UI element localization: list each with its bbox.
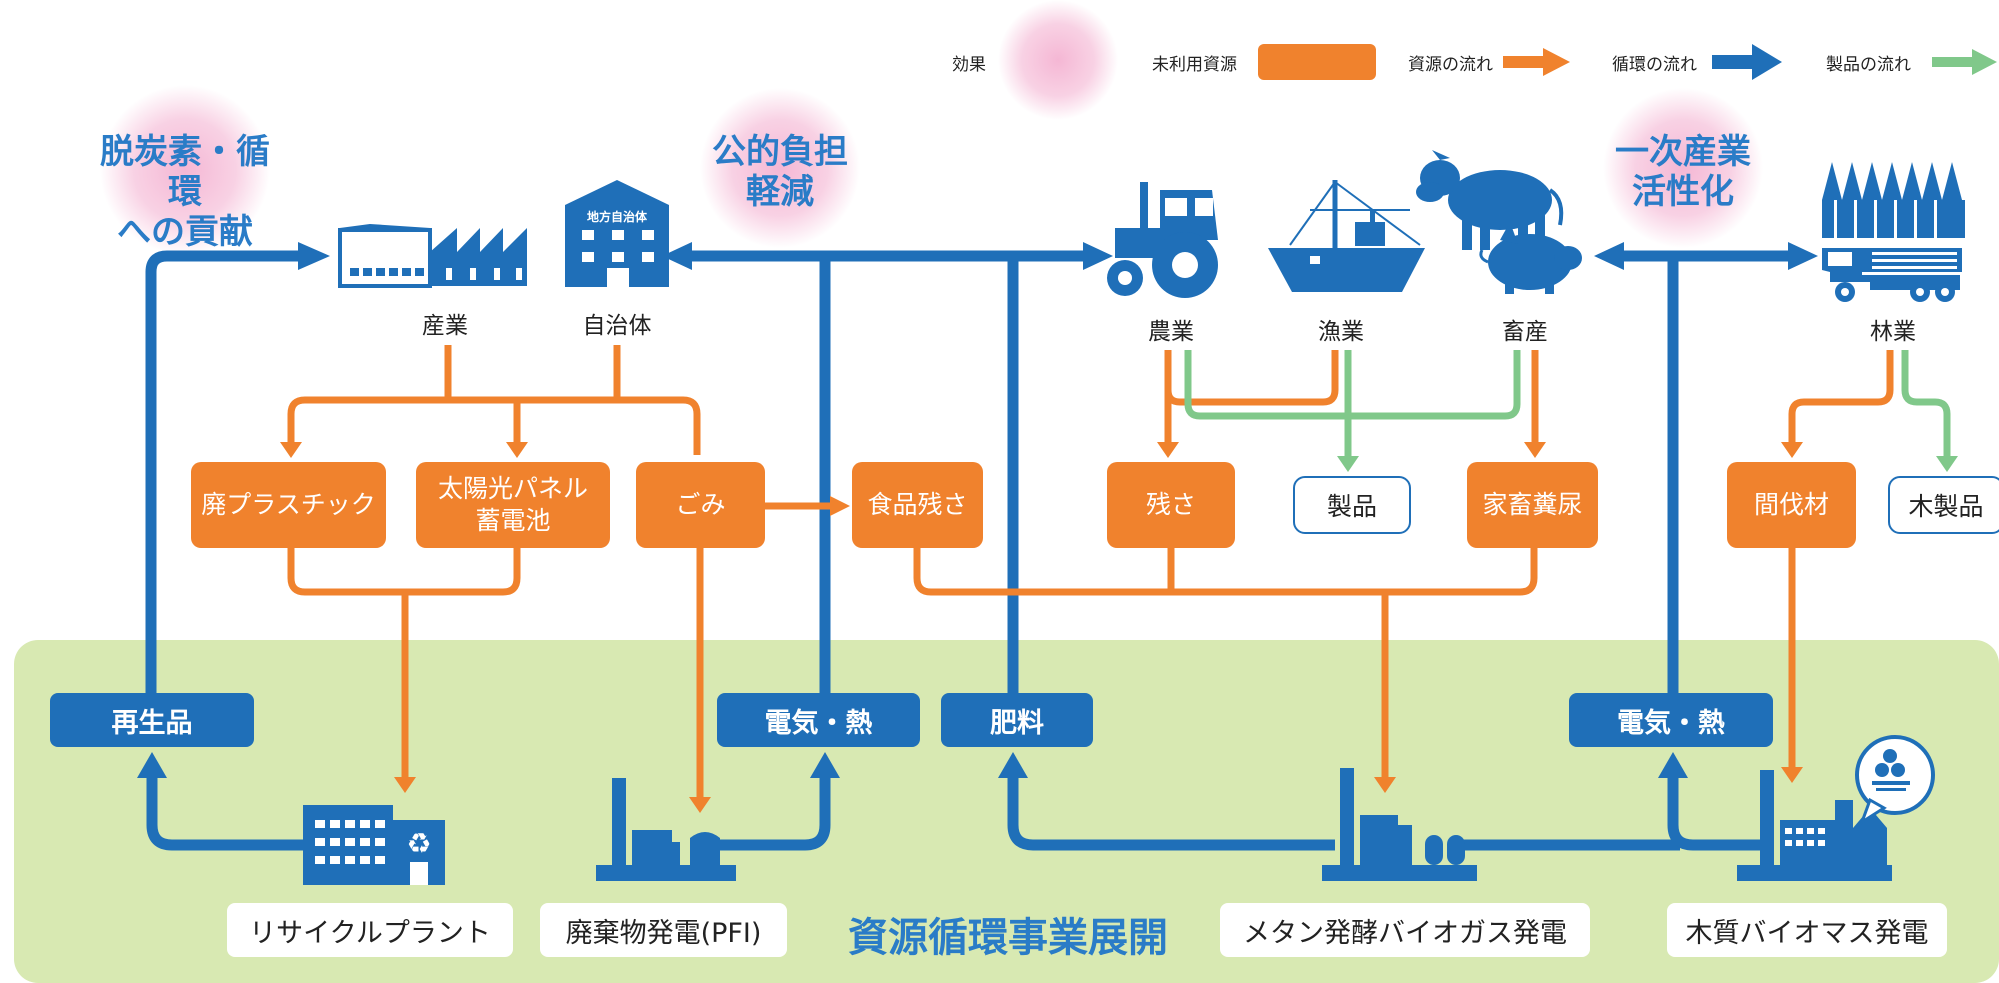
cycle-flows — [145, 250, 1790, 851]
biomass-plant-icon — [1737, 735, 1935, 881]
resource-thinned-wood: 間伐材 — [1727, 462, 1856, 548]
legend-unused-label: 未利用資源 — [1152, 55, 1237, 75]
product-flows — [1184, 350, 1951, 458]
sector-agriculture-label: 農業 — [1148, 319, 1194, 345]
plant-biomass-label: 木質バイオマス発電 — [1667, 903, 1947, 957]
output-power-heat-2: 電気・熱 — [1569, 693, 1773, 747]
effect-glow-decarbon — [100, 85, 270, 255]
fishing-boat-icon — [1268, 180, 1425, 292]
legend-resource-arrow — [1503, 48, 1570, 76]
effect-public-burden: 公的負担 軽減 — [712, 132, 848, 212]
resource-flows — [287, 345, 1894, 800]
plant-recycle-label: リサイクルプラント — [227, 903, 513, 957]
center-title: 資源循環事業展開 — [848, 915, 1168, 961]
effect-glow-primary — [1603, 88, 1763, 248]
legend-unused-swatch — [1258, 44, 1376, 80]
legend-cycle-flow-label: 循環の流れ — [1612, 55, 1697, 75]
resource-solar-battery: 太陽光パネル 蓄電池 — [416, 462, 610, 548]
cycle-arrowheads — [137, 242, 1818, 778]
effect-decarbon: 脱炭素・循環 への貢献 — [100, 132, 270, 252]
resource-food-waste: 食品残さ — [852, 462, 983, 548]
resource-arrowheads — [280, 442, 1803, 813]
effect-primary-industry: 一次産業 活性化 — [1615, 132, 1751, 212]
legend-cycle-arrow — [1712, 44, 1782, 80]
recycle-plant-icon: ♻ — [303, 805, 445, 885]
cow-icon — [1416, 150, 1564, 250]
output-power-heat-1: 電気・熱 — [717, 693, 920, 747]
plant-methane-label: メタン発酵バイオガス発電 — [1220, 903, 1590, 957]
sector-livestock-label: 畜産 — [1502, 319, 1548, 345]
product-arrowheads — [1337, 456, 1958, 472]
output-fertilizer: 肥料 — [941, 693, 1093, 747]
municipality-building-icon — [565, 180, 669, 287]
legend-product-arrow — [1932, 49, 1997, 75]
resource-residue: 残さ — [1107, 462, 1235, 548]
factory-icon — [338, 223, 527, 288]
effect-glow-public — [700, 88, 860, 248]
resource-cycle-panel — [14, 640, 1999, 983]
product-box: 製品 — [1293, 476, 1411, 534]
forest-truck-icon — [1822, 162, 1965, 302]
methane-plant-icon — [1322, 768, 1477, 881]
waste-power-plant-icon — [596, 778, 736, 881]
sector-forestry-label: 林業 — [1870, 319, 1916, 345]
tractor-icon — [1107, 182, 1218, 298]
recycle-symbol-icon: ♻ — [406, 827, 431, 860]
sector-municipality-label: 自治体 — [582, 313, 652, 339]
legend-effect-label: 効果 — [952, 55, 986, 75]
resource-garbage: ごみ — [636, 462, 765, 548]
pig-icon — [1479, 222, 1582, 294]
plant-waste-power-label: 廃棄物発電(PFI) — [540, 903, 787, 957]
municipality-sign: 地方自治体 — [586, 210, 647, 224]
effect-glow-legend — [998, 0, 1118, 120]
sector-fishery-label: 漁業 — [1318, 319, 1364, 345]
resource-waste-plastic: 廃プラスチック — [191, 462, 386, 548]
legend-resource-flow-label: 資源の流れ — [1408, 55, 1493, 75]
legend-product-flow-label: 製品の流れ — [1826, 55, 1911, 75]
wood-product-box: 木製品 — [1888, 476, 1999, 534]
resource-livestock-manure: 家畜糞尿 — [1467, 462, 1598, 548]
output-recycled-goods: 再生品 — [50, 693, 254, 747]
sector-industry-label: 産業 — [422, 313, 468, 339]
